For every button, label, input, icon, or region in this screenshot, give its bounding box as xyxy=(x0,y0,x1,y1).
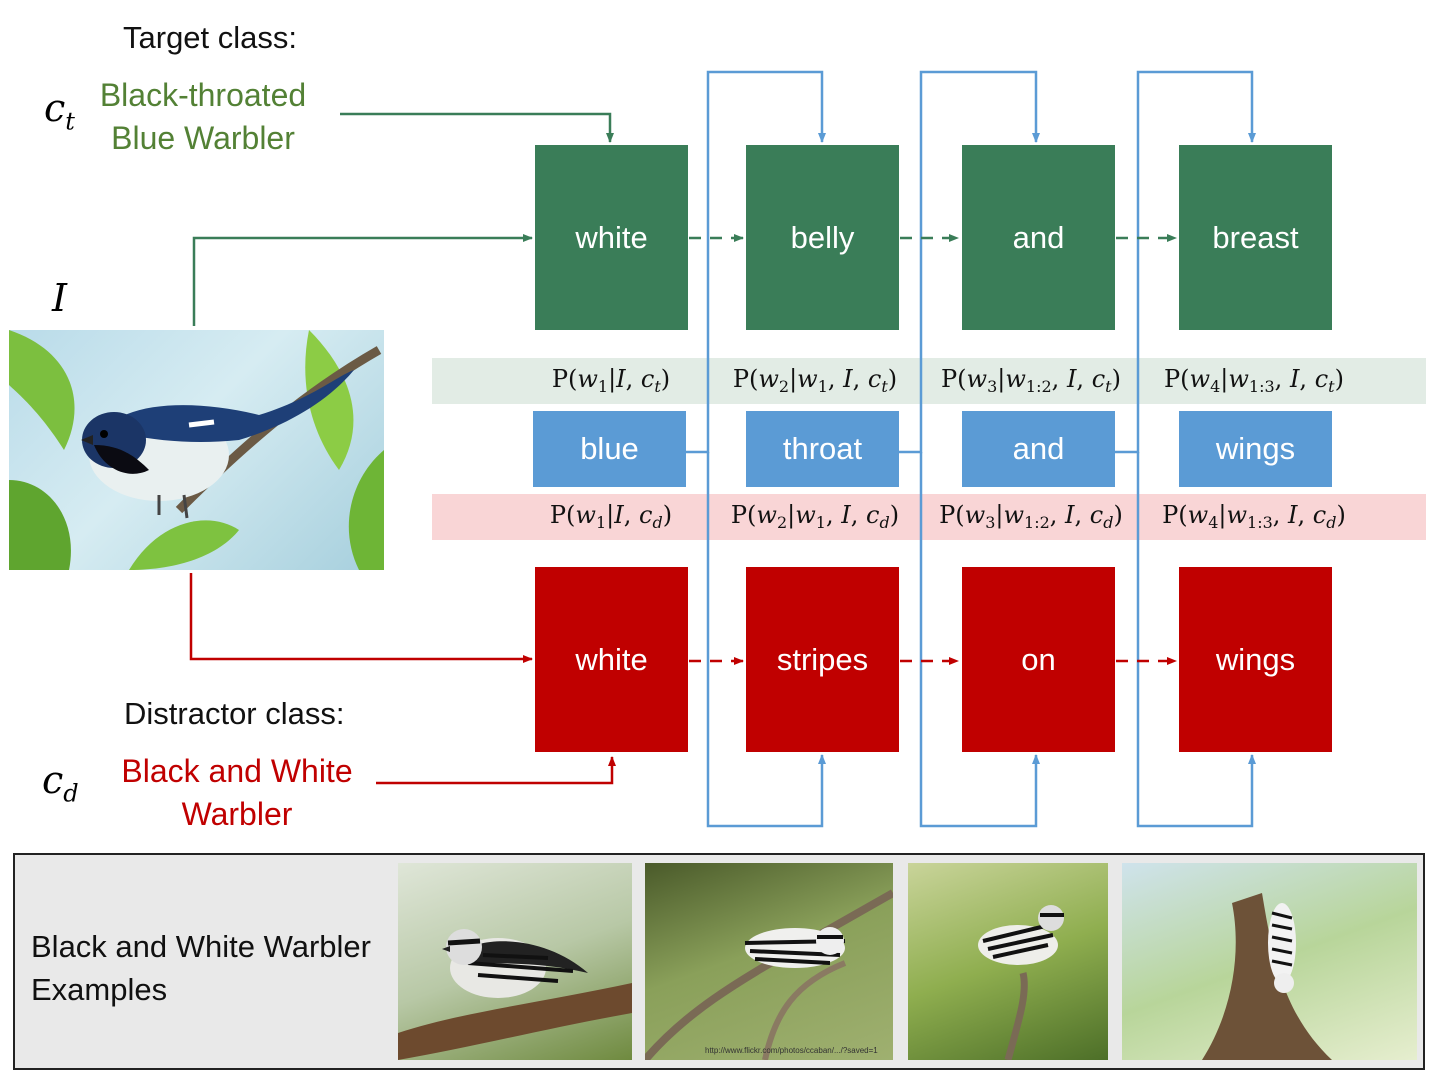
distractor-class-name-line1: Black and White xyxy=(121,753,353,789)
distractor-prob-2: P(w2|w1, I, cd) xyxy=(730,501,900,532)
examples-label-line2: Examples xyxy=(31,972,168,1007)
shared-word-box-2: throat xyxy=(746,411,899,487)
example-photo-2-watermark: http://www.flickr.com/photos/ccaban/.../… xyxy=(705,1046,878,1055)
shared-word-box-1: blue xyxy=(533,411,686,487)
feedback-loop-1-top xyxy=(686,70,826,454)
target-class-name-line2: Blue Warbler xyxy=(111,120,295,156)
shared-word-box-3: and xyxy=(962,411,1115,487)
target-word-box-2: belly xyxy=(746,145,899,330)
target-prob-1: P(w1|I, ct) xyxy=(551,365,671,396)
target-class-symbol: ct xyxy=(44,86,75,136)
target-prob-2: P(w2|w1, I, ct) xyxy=(732,365,898,396)
image-to-target-arrow xyxy=(192,234,533,326)
distractor-class-name: Black and White Warbler xyxy=(102,750,372,836)
target-class-arrow xyxy=(340,112,614,143)
distractor-prob-4: P(w4|w1:3, I, cd) xyxy=(1162,501,1346,532)
distractor-word-box-4: wings xyxy=(1179,567,1332,752)
target-word-box-3: and xyxy=(962,145,1115,330)
input-bird-image xyxy=(9,330,384,570)
distractor-word-box-2: stripes xyxy=(746,567,899,752)
distractor-class-name-line2: Warbler xyxy=(181,796,293,832)
distractor-class-arrow xyxy=(376,756,616,785)
feedback-loop-3-bottom xyxy=(1136,452,1256,828)
example-photo-2: http://www.flickr.com/photos/ccaban/.../… xyxy=(645,863,893,1060)
example-photo-1 xyxy=(398,863,632,1060)
distractor-class-symbol: cd xyxy=(42,758,79,808)
distractor-prob-1: P(w1|I, cd) xyxy=(549,501,673,532)
target-word-box-4: breast xyxy=(1179,145,1332,330)
distractor-class-heading: Distractor class: xyxy=(124,696,345,731)
target-class-name-line1: Black-throated xyxy=(99,77,307,113)
feedback-loop-2-bottom xyxy=(919,452,1040,828)
feedback-loop-2-top xyxy=(899,70,1040,454)
examples-label: Black and White Warbler Examples xyxy=(31,925,411,1011)
example-photo-3 xyxy=(908,863,1108,1060)
target-class-heading: Target class: xyxy=(123,20,298,55)
target-class-name: Black-throated Blue Warbler xyxy=(68,74,338,160)
feedback-loop-3-top xyxy=(1115,70,1256,454)
distractor-probability-band xyxy=(432,494,1426,540)
shared-word-box-4: wings xyxy=(1179,411,1332,487)
target-word-box-1: white xyxy=(535,145,688,330)
target-prob-4: P(w4|w1:3, I, ct) xyxy=(1164,365,1344,396)
examples-label-line1: Black and White Warbler xyxy=(31,929,371,964)
target-prob-3: P(w3|w1:2, I, ct) xyxy=(941,365,1121,396)
image-symbol: I xyxy=(52,276,68,320)
distractor-word-box-1: white xyxy=(535,567,688,752)
distractor-prob-3: P(w3|w1:2, I, cd) xyxy=(939,501,1123,532)
image-to-distractor-arrow xyxy=(189,573,533,663)
example-photo-4 xyxy=(1122,863,1417,1060)
feedback-loop-1-bottom xyxy=(706,452,826,828)
examples-panel: Black and White Warbler Examples xyxy=(13,853,1425,1070)
target-probability-band xyxy=(432,358,1426,404)
distractor-word-box-3: on xyxy=(962,567,1115,752)
